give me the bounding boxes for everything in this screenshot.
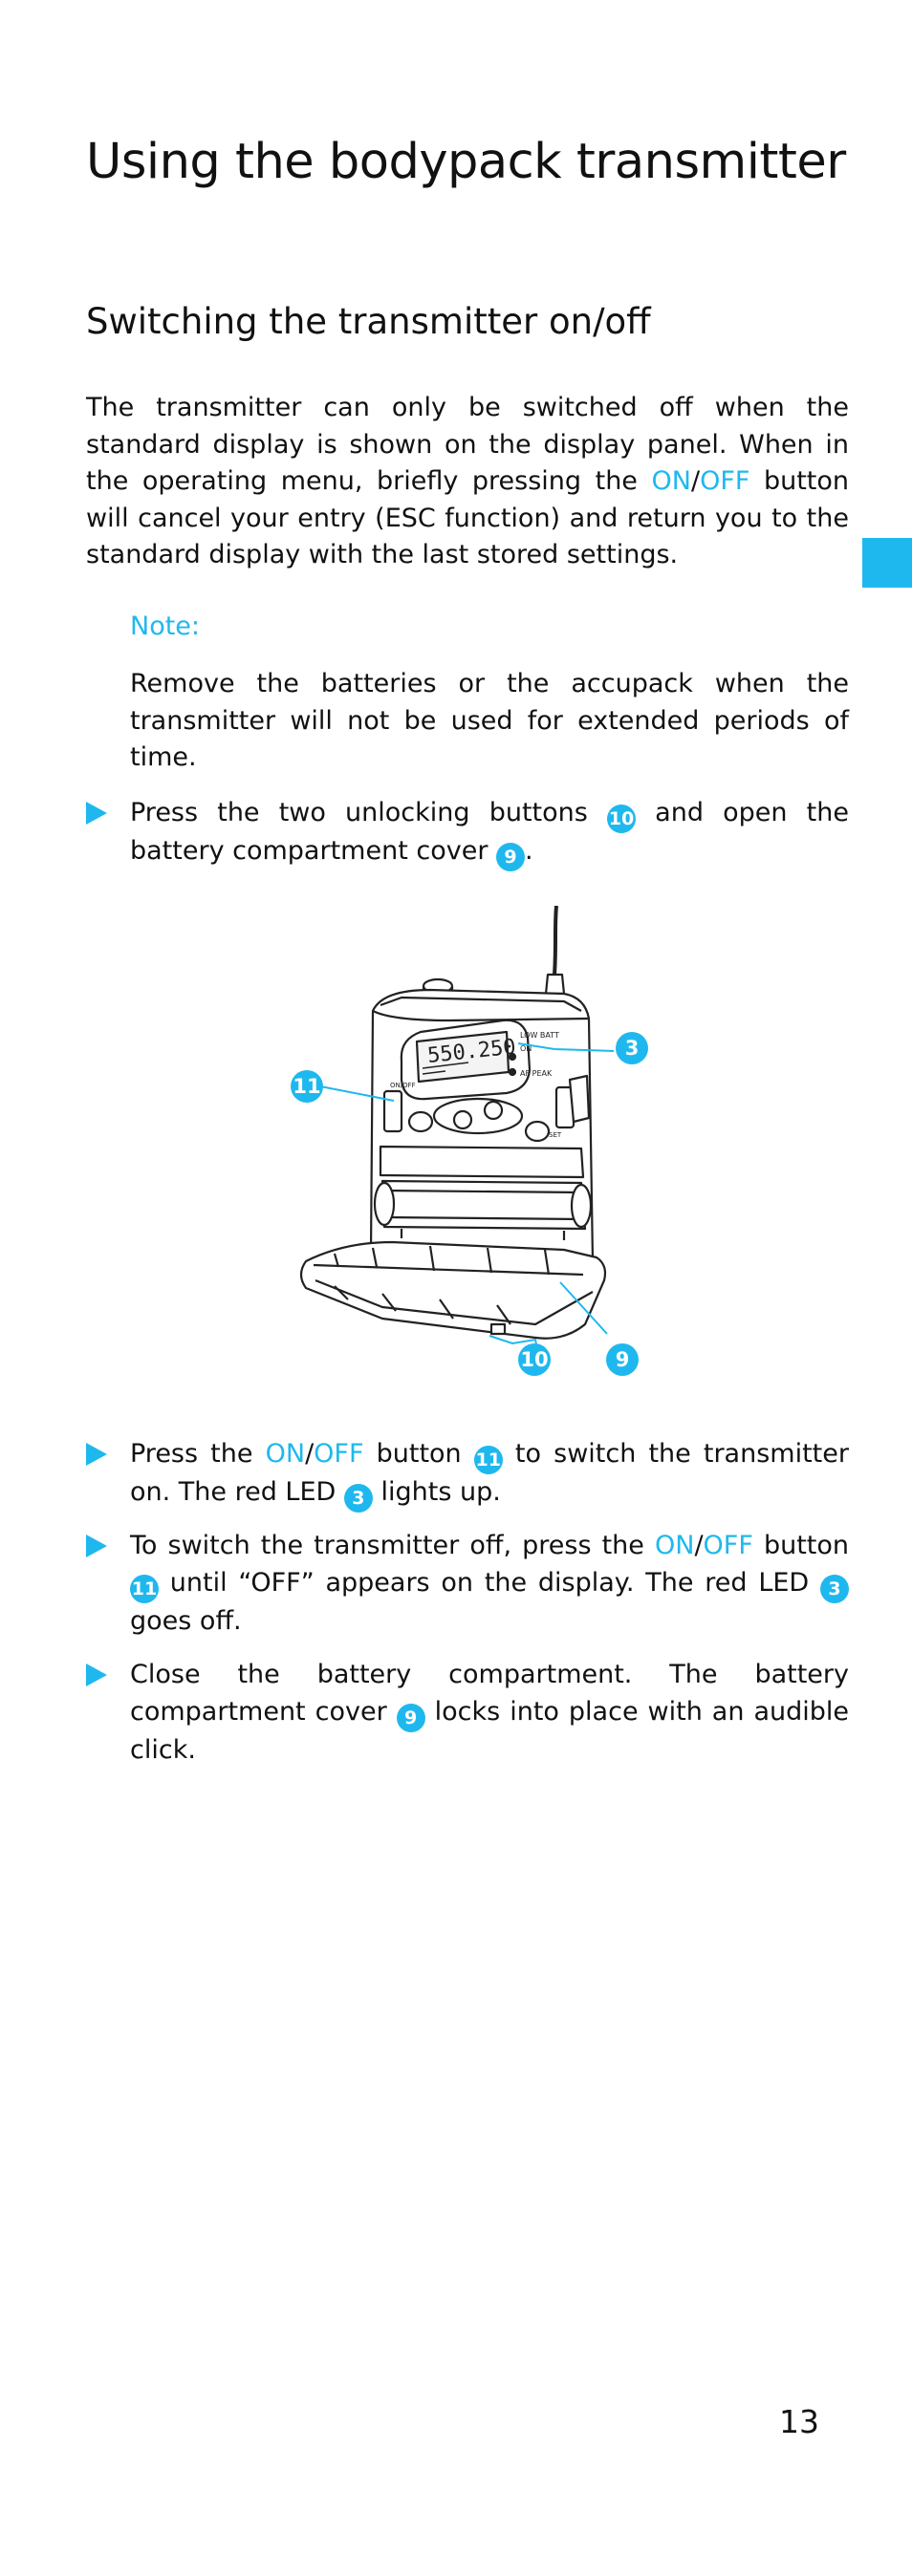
low-batt-label: LOW BATT — [520, 1031, 559, 1040]
on-label: ON — [651, 466, 691, 496]
ref-number: 9 — [496, 843, 525, 871]
ref-number: 10 — [607, 805, 636, 833]
callout-on-off-button: 11 — [291, 1070, 323, 1103]
ref-number: 3 — [343, 1484, 373, 1513]
callout-unlocking-buttons: 10 — [518, 1343, 551, 1376]
off-label: OFF — [314, 1439, 364, 1469]
ref-number: 9 — [396, 1703, 425, 1732]
ref-number: 3 — [820, 1574, 849, 1603]
on-led-label: ON — [520, 1044, 532, 1053]
ref-number: 11 — [130, 1574, 159, 1603]
page-title: Using the bodypack transmitter — [86, 134, 846, 190]
page-number: 13 — [779, 2403, 819, 2440]
step-2: Press the ON/OFF button 11 to switch the… — [130, 1436, 849, 1513]
on-label: ON — [654, 1531, 695, 1560]
section-title: Switching the transmitter on/off — [86, 301, 651, 342]
off-label: OFF — [703, 1531, 753, 1560]
callout-battery-cover: 9 — [606, 1343, 639, 1376]
transmitter-illustration: 550.250 LOW BATT ON AF PEAK ON/OFF SET 3… — [277, 898, 669, 1399]
step-1: Press the two unlocking buttons 10 and o… — [130, 795, 849, 871]
step-3: To switch the transmitter off, press the… — [130, 1531, 849, 1636]
af-peak-label: AF PEAK — [520, 1069, 553, 1078]
ref-number: 11 — [473, 1446, 503, 1474]
section-tab-marker — [862, 538, 912, 588]
on-off-key-label: ON/OFF — [390, 1082, 416, 1089]
bullet-arrow-icon — [86, 802, 107, 825]
step-4: Close the battery compartment. The batte… — [130, 1660, 849, 1765]
callout-led: 3 — [616, 1032, 648, 1064]
note-label: Note: — [130, 612, 201, 641]
off-label: OFF — [700, 466, 750, 496]
on-label: ON — [265, 1439, 306, 1469]
bodypack-transmitter-drawing: 550.250 LOW BATT ON AF PEAK ON/OFF SET — [299, 905, 615, 1350]
note-text: Remove the batteries or the accupack whe… — [130, 669, 849, 772]
set-key-label: SET — [549, 1131, 562, 1139]
intro-paragraph: The transmitter can only be switched off… — [86, 393, 849, 569]
bullet-arrow-icon — [86, 1535, 107, 1557]
bullet-arrow-icon — [86, 1443, 107, 1466]
bullet-arrow-icon — [86, 1664, 107, 1686]
